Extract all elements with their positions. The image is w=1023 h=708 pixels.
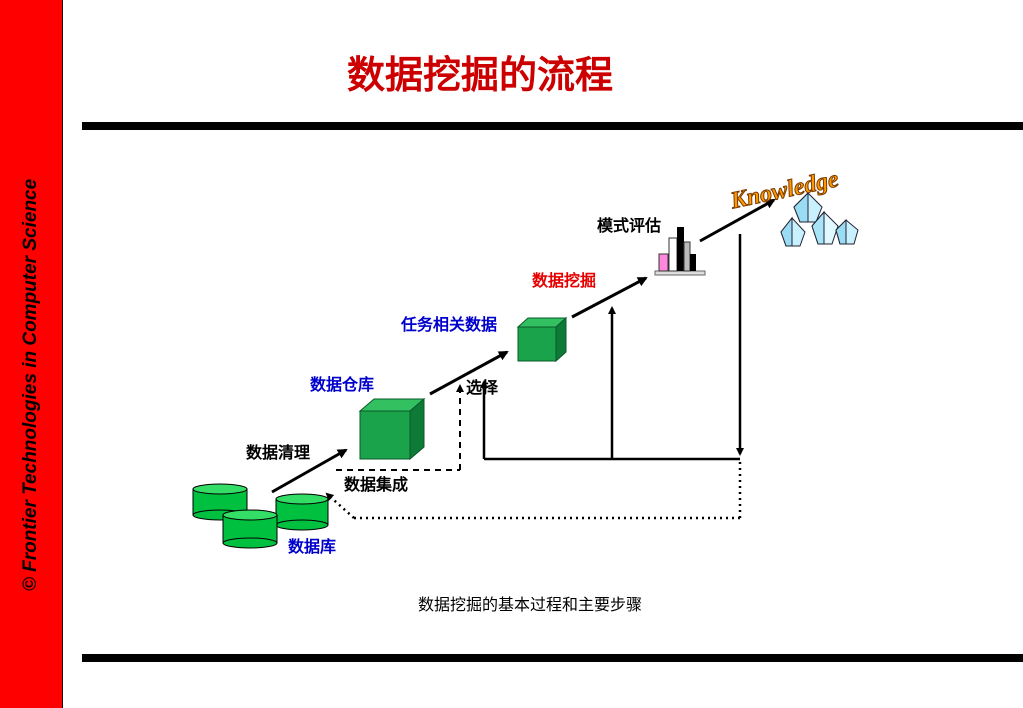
pattern-evaluation-label: 模式评估 bbox=[597, 216, 661, 235]
arrow-evaluation-to-knowledge bbox=[699, 198, 776, 243]
arrow-task-data-to-mining bbox=[571, 276, 648, 319]
selection-label: 选择 bbox=[466, 378, 499, 397]
sidebar: © Frontier Technologies in Computer Scie… bbox=[0, 0, 63, 708]
arrow-warehouse-to-task-data bbox=[429, 350, 509, 396]
page-title: 数据挖掘的流程 bbox=[346, 53, 613, 97]
data-warehouse-label: 数据仓库 bbox=[310, 375, 374, 394]
diagram-caption: 数据挖掘的基本过程和主要步骤 bbox=[418, 595, 642, 614]
cylinder-3 bbox=[222, 509, 278, 549]
task-relevant-data-label: 任务相关数据 bbox=[400, 315, 497, 334]
task-relevant-data-cube-icon bbox=[516, 316, 568, 363]
database-label: 数据库 bbox=[288, 537, 336, 556]
knowledge-gems-icon bbox=[780, 191, 859, 247]
data-integration-label: 数据集成 bbox=[344, 475, 408, 494]
data-integration-dashed-path bbox=[336, 384, 464, 471]
database-icon bbox=[192, 483, 329, 549]
bottom-divider bbox=[82, 654, 1023, 662]
knowledge-label: Knowledge bbox=[728, 166, 842, 214]
top-divider bbox=[82, 122, 1023, 130]
data-warehouse-cube-icon bbox=[358, 397, 426, 461]
pattern-evaluation-chart-icon bbox=[654, 227, 706, 276]
database-feedback-dotted-path bbox=[325, 462, 742, 520]
cylinder-2 bbox=[275, 493, 329, 531]
arrow-database-to-warehouse bbox=[271, 448, 348, 494]
data-mining-label: 数据挖掘 bbox=[532, 271, 596, 290]
data-cleaning-label: 数据清理 bbox=[246, 443, 310, 462]
feedback-loop-solid bbox=[480, 234, 744, 461]
